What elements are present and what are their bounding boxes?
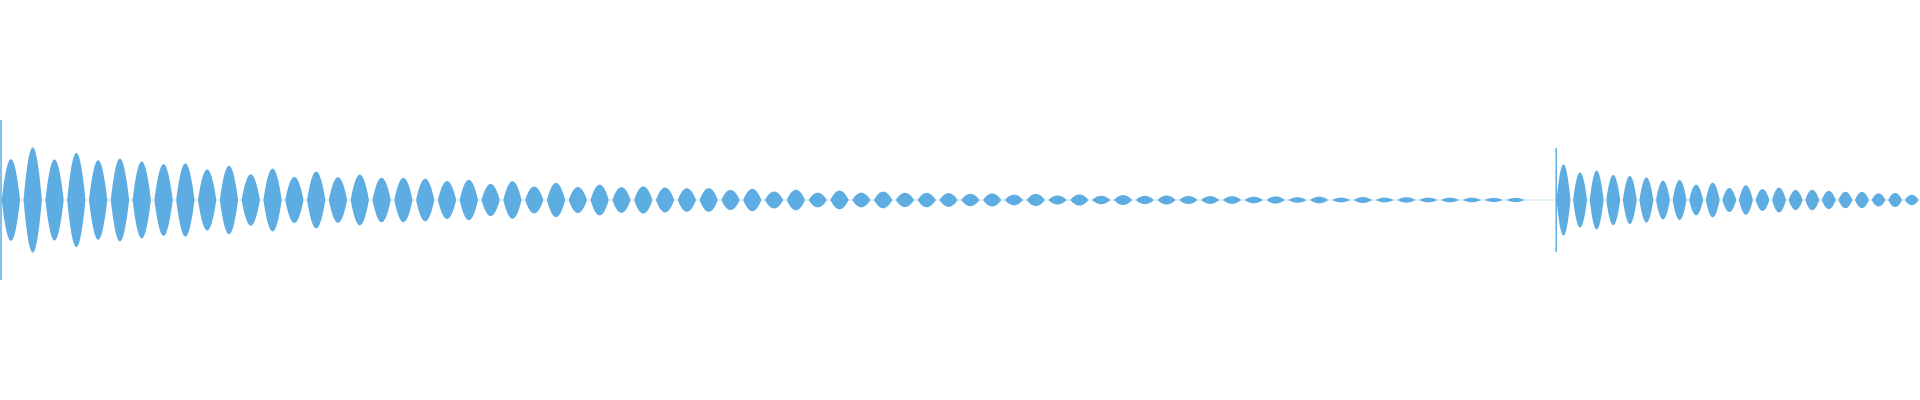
first-tone-pulse — [197, 169, 217, 231]
first-tone-pulse — [1331, 197, 1351, 203]
first-tone-pulse — [655, 187, 675, 213]
first-tone-pulse — [481, 183, 500, 217]
first-tone-pulse — [241, 174, 260, 226]
first-tone-pulse — [1004, 194, 1024, 206]
first-tone-pulse — [699, 188, 718, 212]
first-tone-pulse — [176, 163, 195, 237]
first-tone-pulse — [546, 182, 566, 218]
first-tone-pulse — [830, 190, 849, 210]
first-tone-pulse — [808, 192, 827, 208]
first-tone-pulse — [1506, 197, 1525, 203]
first-tone-pulse — [568, 186, 588, 214]
first-tone-pulse — [917, 192, 936, 208]
first-tone-pulse — [328, 177, 348, 223]
first-tone-pulse — [67, 152, 86, 248]
waveform-pulses — [0, 120, 1919, 280]
first-tone-pulse — [634, 186, 653, 214]
first-tone-pulse — [416, 178, 435, 222]
second-tone-pulse — [1738, 185, 1753, 215]
first-tone-pulse — [764, 191, 784, 209]
second-tone-pulse — [1772, 187, 1787, 213]
first-tone-pulse — [1135, 195, 1154, 205]
first-tone-pulse — [372, 177, 391, 223]
second-tone-pulse — [1606, 174, 1621, 226]
first-tone-pulse — [1375, 197, 1394, 203]
second-tone-pulse — [1639, 177, 1654, 223]
first-tone-pulse — [1288, 197, 1307, 203]
first-tone-pulse — [525, 186, 544, 214]
first-tone-pulse — [1, 159, 21, 241]
first-tone-pulse — [852, 192, 871, 208]
first-tone-pulse — [1462, 197, 1482, 203]
first-tone-pulse — [961, 193, 980, 207]
first-tone-pulse — [1201, 196, 1220, 204]
first-tone-pulse — [45, 159, 64, 241]
second-tone-pulse — [1838, 191, 1853, 209]
second-tone-pulse — [1871, 193, 1886, 207]
first-tone-pulse — [263, 168, 282, 232]
first-tone-pulse — [1179, 195, 1198, 205]
first-tone-pulse — [721, 189, 740, 211]
first-tone-pulse — [743, 188, 762, 212]
first-tone-pulse — [1157, 195, 1176, 205]
first-tone-pulse — [1310, 196, 1329, 204]
first-tone-pulse — [873, 191, 893, 209]
first-tone-pulse — [110, 158, 130, 242]
first-tone-pulse — [590, 184, 609, 216]
first-tone-pulse — [88, 160, 108, 240]
first-tone-pulse — [677, 188, 697, 212]
second-tone-pulse — [1805, 189, 1820, 211]
second-tone-pulse — [1589, 170, 1604, 230]
second-tone-pulse — [1689, 184, 1704, 216]
first-tone-pulse — [1419, 197, 1438, 203]
first-tone-pulse — [503, 181, 522, 219]
first-tone-pulse — [437, 180, 457, 220]
second-tone-pulse — [1573, 172, 1588, 228]
second-tone-pulse — [1821, 190, 1836, 210]
first-tone-pulse — [132, 161, 151, 239]
first-tone-pulse — [394, 177, 413, 223]
second-tone-pulse — [1854, 191, 1869, 209]
second-tone-pulse — [1888, 192, 1903, 208]
first-tone-pulse — [983, 193, 1002, 207]
second-tone-pulse — [1656, 180, 1670, 220]
first-tone-pulse — [1113, 194, 1133, 206]
first-tone-pulse — [154, 164, 173, 236]
first-tone-pulse — [23, 147, 42, 253]
first-tone-pulse — [1484, 197, 1503, 203]
first-tone-pulse — [1440, 197, 1460, 203]
second-tone-pulse — [1672, 180, 1687, 220]
first-tone-pulse — [307, 171, 326, 229]
first-tone-pulse — [1397, 197, 1416, 203]
second-tone-pulse — [1755, 189, 1770, 211]
second-tone-pulse — [1722, 188, 1737, 212]
first-tone-pulse — [1244, 196, 1263, 204]
first-tone-pulse — [612, 187, 631, 213]
second-tone-pulse — [1788, 189, 1803, 211]
first-tone-pulse — [939, 193, 958, 207]
first-tone-pulse — [1266, 196, 1285, 204]
first-tone-pulse — [1026, 193, 1045, 207]
first-tone-pulse — [1048, 195, 1067, 205]
first-tone-pulse — [1092, 195, 1111, 205]
first-tone-pulse — [1222, 196, 1242, 204]
first-tone-pulse — [1353, 196, 1373, 204]
first-tone-pulse — [350, 174, 369, 226]
second-tone-pulse — [1904, 194, 1919, 206]
first-tone-pulse — [459, 179, 478, 221]
first-tone-pulse — [219, 165, 239, 235]
first-tone-pulse — [895, 192, 915, 208]
first-tone-pulse — [1070, 194, 1089, 206]
first-tone-pulse — [285, 176, 304, 224]
first-tone-pulse — [786, 189, 806, 211]
second-tone-pulse — [1556, 164, 1571, 236]
second-tone-pulse — [1622, 175, 1637, 225]
second-tone-pulse — [1705, 182, 1720, 218]
